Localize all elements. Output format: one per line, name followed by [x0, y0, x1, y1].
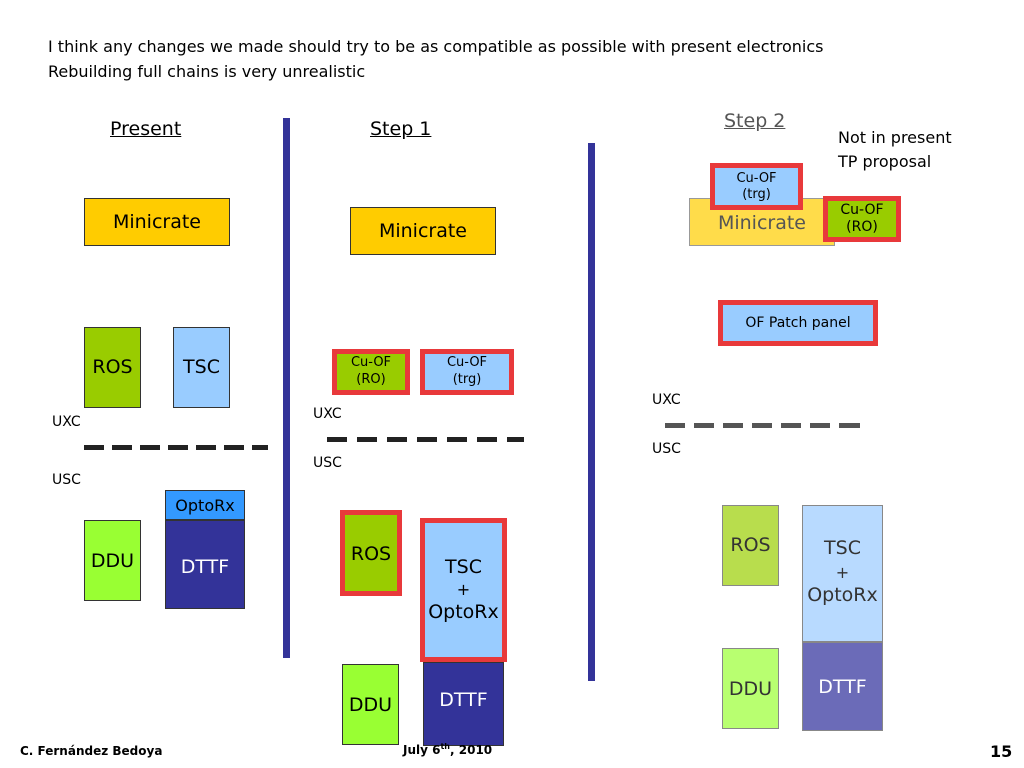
- step2-dttf: DTTF: [802, 642, 883, 731]
- present-ros: ROS: [84, 327, 141, 408]
- step2-patch-panel-label: OF Patch panel: [745, 315, 851, 331]
- step1-tsc-optorx: TSC + OptoRx: [420, 518, 507, 662]
- step2-ddu-label: DDU: [728, 677, 773, 700]
- step2-tsc-line1: TSC: [824, 537, 861, 559]
- step1-usc-label: USC: [313, 455, 342, 471]
- separator-line-2: [588, 143, 595, 681]
- step1-tsc-line2: +: [456, 579, 471, 599]
- present-ddu: DDU: [84, 520, 141, 601]
- footer-date-prefix: July 6: [403, 743, 441, 757]
- present-usc-label: USC: [52, 472, 81, 488]
- step1-tsc-line1: TSC: [445, 555, 482, 578]
- present-ddu-label: DDU: [90, 550, 135, 572]
- present-dttf: DTTF: [165, 520, 245, 609]
- step1-ros-label: ROS: [350, 543, 392, 565]
- present-tsc-label: TSC: [183, 356, 220, 378]
- step2-tsc-line2: +: [835, 562, 850, 582]
- intro-line-1: I think any changes we made should try t…: [48, 37, 824, 56]
- intro-line-2: Rebuilding full chains is very unrealist…: [48, 62, 366, 81]
- step2-cuof-ro-line1: Cu-OF: [840, 202, 884, 219]
- footer-author: C. Fernández Bedoya: [20, 744, 163, 758]
- step2-usc-label: USC: [652, 441, 681, 457]
- step1-cuof-trg-line1: Cu-OF: [446, 355, 488, 371]
- step1-cuof-ro: Cu-OF (RO): [332, 349, 410, 395]
- step1-cuof-ro-line2: (RO): [356, 372, 386, 387]
- step2-cuof-trg: Cu-OF (trg): [710, 163, 803, 210]
- step2-patch-panel: OF Patch panel: [718, 300, 878, 346]
- footer-date-suffix: , 2010: [450, 743, 493, 757]
- step2-dttf-label: DTTF: [818, 676, 867, 698]
- present-uxc-label: UXC: [52, 414, 81, 430]
- step1-cuof-ro-line1: Cu-OF: [350, 355, 392, 371]
- present-optorx-label: OptoRx: [175, 495, 235, 515]
- step1-heading: Step 1: [370, 118, 432, 140]
- step1-boundary-dashes: [327, 437, 524, 442]
- separator-line-1: [283, 118, 290, 658]
- step2-tsc-line3: OptoRx: [807, 584, 878, 607]
- present-minicrate-label: Minicrate: [112, 211, 202, 233]
- step1-uxc-label: UXC: [313, 406, 342, 422]
- step2-note-line2: TP proposal: [838, 152, 932, 171]
- step2-cuof-ro: Cu-OF (RO): [823, 196, 901, 242]
- page-number: 15: [990, 742, 1013, 761]
- step2-boundary-dashes: [665, 423, 860, 428]
- step2-cuof-trg-line2: (trg): [742, 186, 771, 202]
- footer-date-sup: th: [440, 742, 451, 751]
- step1-dttf: DTTF: [423, 662, 504, 746]
- step1-ddu-label: DDU: [348, 693, 393, 716]
- step2-ddu: DDU: [722, 648, 779, 729]
- step2-note: Not in present TP proposal: [838, 126, 952, 174]
- step1-cuof-trg-line2: (trg): [452, 372, 482, 387]
- step2-cuof-ro-line2: (RO): [846, 219, 878, 235]
- step1-tsc-line3: OptoRx: [428, 601, 499, 624]
- present-ros-label: ROS: [92, 356, 133, 378]
- step1-ros: ROS: [340, 510, 402, 596]
- step1-minicrate-label: Minicrate: [378, 220, 468, 242]
- step1-cuof-trg: Cu-OF (trg): [420, 349, 514, 395]
- present-dttf-label: DTTF: [180, 556, 230, 578]
- footer-date: July 6th, 2010: [403, 742, 492, 757]
- step2-uxc-label: UXC: [652, 392, 681, 408]
- step2-minicrate-label: Minicrate: [717, 212, 807, 234]
- step2-heading: Step 2: [724, 110, 786, 132]
- step1-minicrate: Minicrate: [350, 207, 496, 255]
- present-boundary-dashes: [84, 445, 268, 450]
- step2-ros: ROS: [722, 505, 779, 586]
- step2-note-line1: Not in present: [838, 128, 952, 147]
- present-heading: Present: [110, 118, 182, 140]
- step2-cuof-trg-line1: Cu-OF: [736, 170, 777, 186]
- present-tsc: TSC: [173, 327, 230, 408]
- step2-ros-label: ROS: [730, 534, 771, 556]
- step1-ddu: DDU: [342, 664, 399, 745]
- present-minicrate: Minicrate: [84, 198, 230, 246]
- step1-dttf-label: DTTF: [439, 689, 488, 711]
- present-optorx: OptoRx: [165, 490, 245, 520]
- step2-tsc-optorx: TSC + OptoRx: [802, 505, 883, 642]
